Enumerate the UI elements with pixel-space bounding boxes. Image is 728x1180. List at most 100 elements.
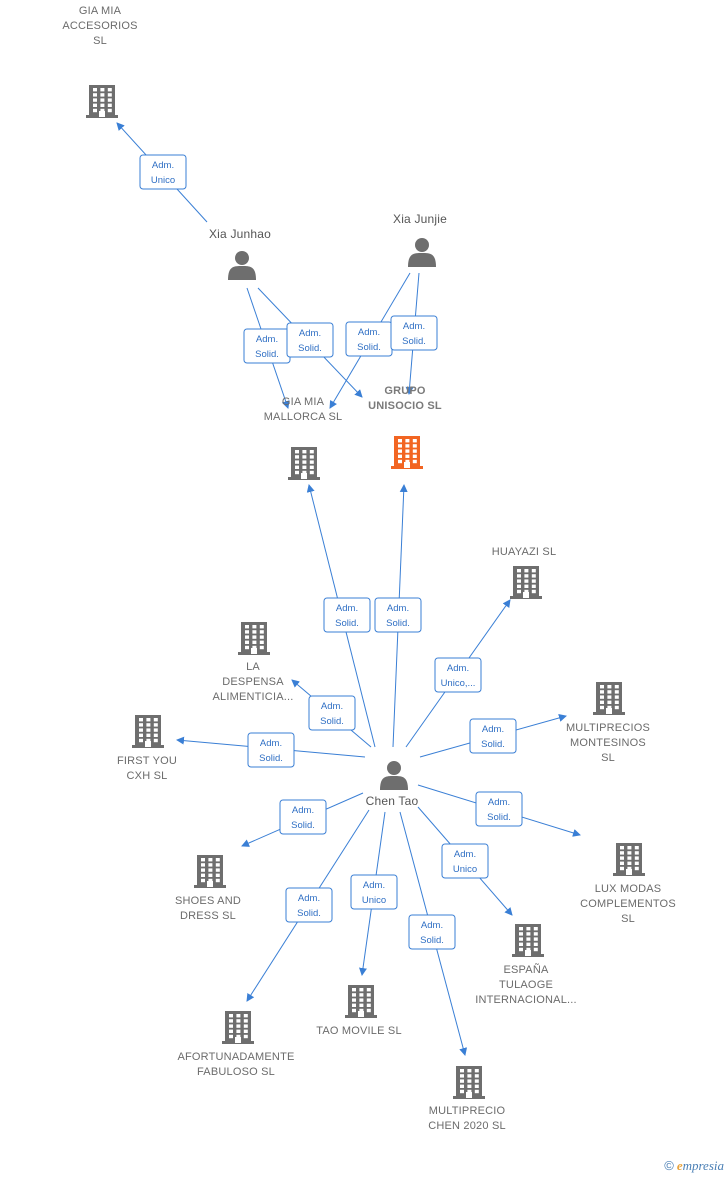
company-node-despensa[interactable]: LADESPENSAALIMENTICIA... — [212, 622, 293, 703]
edge-chentao-to-taomovile: Adm. Unico — [350, 811, 398, 976]
relation-label[interactable]: Adm.Solid. — [475, 791, 523, 827]
building-icon — [391, 436, 423, 469]
relation-label-box — [323, 597, 371, 633]
relation-label-text: Unico — [151, 175, 175, 186]
relation-label-text: Unico,... — [441, 678, 476, 689]
relation-label[interactable]: Adm.Solid. — [469, 718, 517, 754]
relation-label[interactable]: Adm.Solid. — [286, 322, 334, 358]
node-label: ACCESORIOS — [62, 20, 137, 32]
relation-label-text: Adm. — [363, 880, 385, 891]
relation-label[interactable]: Adm. Solid. — [345, 321, 393, 357]
relation-label-text: Adm. — [403, 321, 425, 332]
relation-label[interactable]: Adm.Solid. — [408, 914, 456, 950]
relation-label-text: Solid. — [259, 753, 283, 764]
edge-chentao-to-afortunadamente: Adm.Solid. — [246, 809, 370, 1002]
relation-label-text: Solid. — [402, 336, 426, 347]
relation-label-text: Solid. — [487, 812, 511, 823]
relation-label[interactable]: Adm.Solid. — [279, 799, 327, 835]
person-node-xia_junjie[interactable]: Xia Junjie — [393, 212, 447, 267]
edge-xia_junhao-to-gia_mallorca: Adm.Solid. — [243, 287, 291, 409]
person-icon — [380, 761, 408, 790]
node-label: DRESS SL — [180, 910, 236, 922]
relation-label[interactable]: Adm. Solid. — [390, 315, 438, 351]
relation-label[interactable]: Adm.Solid. — [247, 732, 295, 768]
company-node-espana[interactable]: ESPAÑATULAOGEINTERNACIONAL... — [475, 924, 577, 1006]
node-label: GRUPO — [384, 385, 426, 397]
relation-label[interactable]: Adm. Solid. — [323, 597, 371, 633]
copyright-symbol: © — [664, 1158, 674, 1173]
relation-label-text: Adm. — [256, 334, 278, 345]
node-label: Xia Junjie — [393, 212, 447, 226]
node-label: MULTIPRECIO — [429, 1105, 506, 1117]
building-icon — [86, 85, 118, 118]
brand-name: mpresia — [682, 1158, 724, 1173]
edge-chentao-to-luxmodas: Adm.Solid. — [417, 784, 581, 837]
node-label: AFORTUNADAMENTE — [177, 1051, 294, 1063]
company-node-multiprecio2020[interactable]: MULTIPRECIO CHEN 2020 SL — [428, 1066, 506, 1132]
node-label: MONTESINOS — [570, 737, 646, 749]
edge-chentao-to-gia_mallorca: Adm. Solid. — [306, 484, 376, 748]
building-icon — [593, 682, 625, 715]
node-label: ALIMENTICIA... — [212, 691, 293, 703]
relation-label[interactable]: Adm.Solid. — [374, 597, 422, 633]
node-label: FIRST YOU — [117, 755, 177, 767]
relation-label-box — [308, 695, 356, 731]
relation-label[interactable]: Adm.Unico — [441, 843, 489, 879]
node-label: ESPAÑA — [503, 963, 548, 976]
person-node-chentao[interactable]: Chen Tao — [366, 761, 419, 808]
node-label: SL — [621, 913, 635, 925]
relation-label-text: Adm. — [358, 327, 380, 338]
relation-label-text: Unico — [362, 895, 386, 906]
relation-label-box — [279, 799, 327, 835]
node-label: UNISOCIO SL — [368, 400, 442, 412]
relation-label-box — [441, 843, 489, 879]
company-node-multiprecios[interactable]: MULTIPRECIOS MONTESINOS SL — [566, 682, 650, 764]
node-label: FABULOSO SL — [197, 1066, 275, 1078]
relation-label-box — [286, 322, 334, 358]
relation-label[interactable]: Adm.Solid. — [285, 887, 333, 923]
relation-label-box — [469, 718, 517, 754]
relation-label-text: Adm. — [482, 724, 504, 735]
relation-label-box — [374, 597, 422, 633]
empresia-logo[interactable]: ©empresia — [664, 1158, 724, 1174]
relation-label-text: Solid. — [357, 342, 381, 353]
building-icon — [132, 715, 164, 748]
company-node-taomovile[interactable]: TAO MOVILE SL — [316, 985, 402, 1037]
relation-label-text: Solid. — [297, 908, 321, 919]
company-node-huayazi[interactable]: HUAYAZI SL — [492, 546, 557, 599]
building-icon — [453, 1066, 485, 1099]
node-label: MULTIPRECIOS — [566, 722, 650, 734]
relation-label-text: Adm. — [321, 701, 343, 712]
node-label: CHEN 2020 SL — [428, 1120, 506, 1132]
relation-label-text: Adm. — [299, 328, 321, 339]
relation-label-box — [390, 315, 438, 351]
relation-label-text: Solid. — [386, 618, 410, 629]
node-label: COMPLEMENTOS — [580, 898, 676, 910]
company-node-firstyou[interactable]: FIRST YOU CXH SL — [117, 715, 177, 782]
edge-chentao-to-multiprecio2020: Adm.Solid. — [399, 811, 468, 1056]
relation-label[interactable]: Adm.Solid. — [243, 328, 291, 364]
relation-label-text: Solid. — [335, 618, 359, 629]
node-label: SL — [93, 35, 107, 47]
building-icon — [194, 855, 226, 888]
relation-label[interactable]: Adm. Unico — [350, 874, 398, 910]
node-label: CXH SL — [127, 770, 168, 782]
person-node-xia_junhao[interactable]: Xia Junhao — [209, 227, 271, 280]
relation-label[interactable]: Adm.Unico — [139, 154, 187, 190]
node-label: SL — [601, 752, 615, 764]
building-icon — [613, 843, 645, 876]
edges-layer: Adm.UnicoAdm.Solid.Adm.Solid.Adm.Solid.A… — [116, 122, 581, 1056]
relation-label[interactable]: Adm.Unico,... — [434, 657, 482, 693]
relation-label[interactable]: Adm.Solid. — [308, 695, 356, 731]
relation-label-text: Adm. — [336, 603, 358, 614]
company-node-afortunadamente[interactable]: AFORTUNADAMENTE FABULOSO SL — [177, 1011, 294, 1078]
relation-label-box — [247, 732, 295, 768]
company-node-grupo[interactable]: GRUPO UNISOCIO SL — [368, 385, 442, 469]
relation-label-text: Solid. — [420, 935, 444, 946]
edge-chentao-to-firstyou: Adm.Solid. — [176, 732, 366, 768]
